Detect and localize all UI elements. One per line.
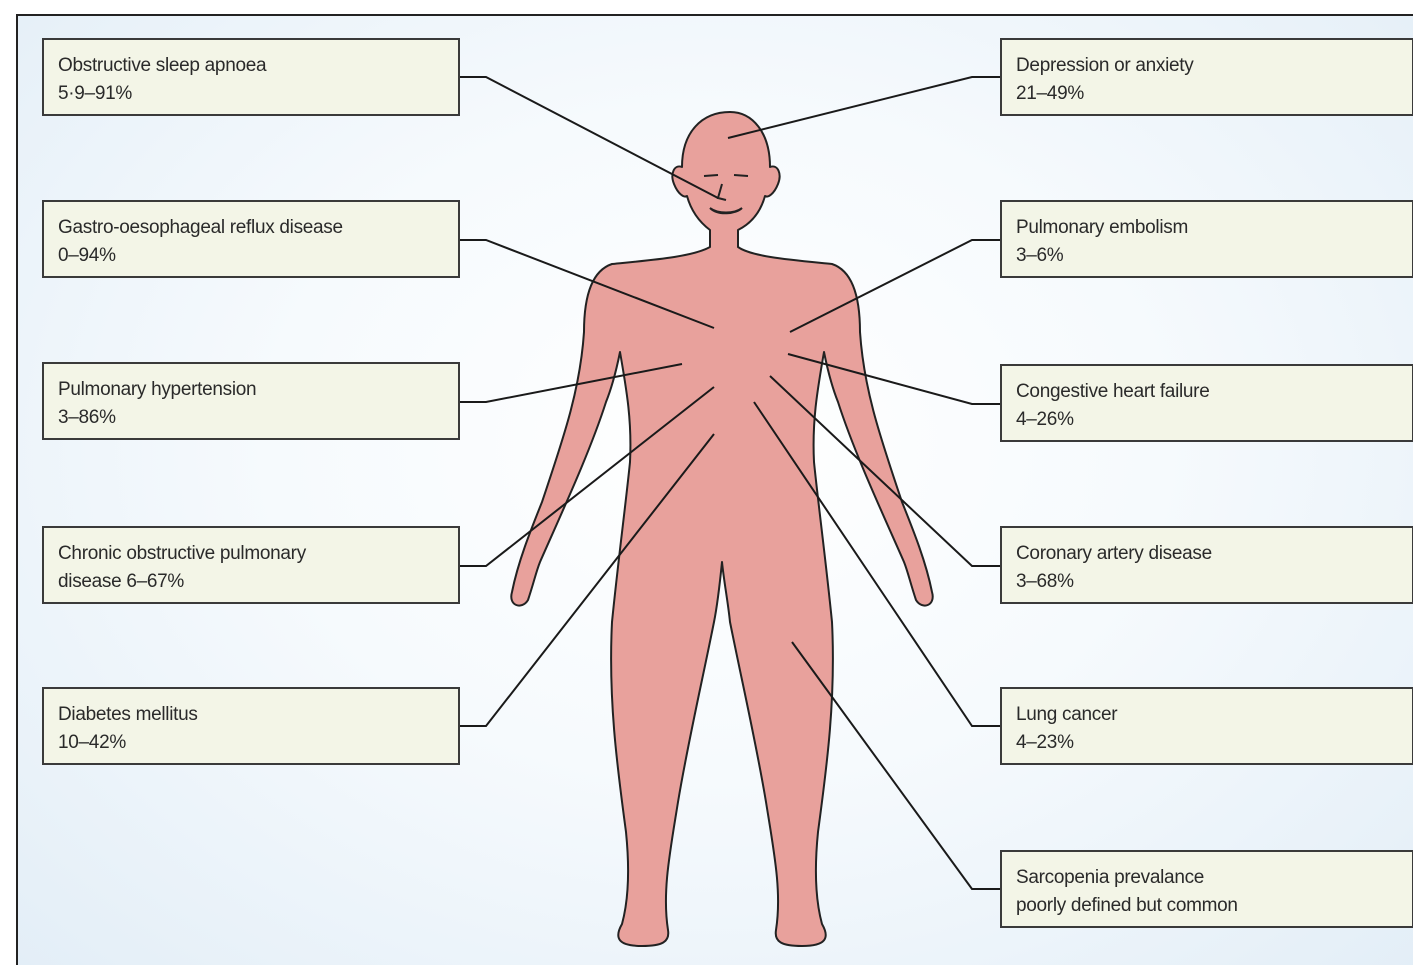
condition-name: Gastro-oesophageal reflux disease (58, 214, 444, 242)
prevalence-value: 10–42% (58, 729, 444, 757)
label-lung-cancer: Lung cancer 4–23% (1000, 687, 1413, 765)
prevalence-value: 0–94% (58, 242, 444, 270)
prevalence-value: 3–68% (1016, 568, 1398, 596)
human-body-figure (511, 112, 932, 946)
prevalence-value: 3–6% (1016, 242, 1398, 270)
condition-name: Diabetes mellitus (58, 701, 444, 729)
prevalence-value: 4–23% (1016, 729, 1398, 757)
diagram-frame: Obstructive sleep apnoea 5·9–91% Gastro-… (16, 14, 1413, 965)
label-pulmonary-hypertension: Pulmonary hypertension 3–86% (42, 362, 460, 440)
condition-name: Depression or anxiety (1016, 52, 1398, 80)
condition-name: Pulmonary embolism (1016, 214, 1398, 242)
prevalence-value: 3–86% (58, 404, 444, 432)
prevalence-value: 21–49% (1016, 80, 1398, 108)
condition-name: Pulmonary hypertension (58, 376, 444, 404)
condition-name: Obstructive sleep apnoea (58, 52, 444, 80)
prevalence-value: poorly defined but common (1016, 892, 1398, 920)
label-coronary-artery-disease: Coronary artery disease 3–68% (1000, 526, 1413, 604)
label-depression-anxiety: Depression or anxiety 21–49% (1000, 38, 1413, 116)
label-obstructive-sleep-apnoea: Obstructive sleep apnoea 5·9–91% (42, 38, 460, 116)
prevalence-value: 4–26% (1016, 406, 1398, 434)
label-gastro-oesophageal-reflux: Gastro-oesophageal reflux disease 0–94% (42, 200, 460, 278)
leader-depression (728, 77, 1000, 138)
label-congestive-heart-failure: Congestive heart failure 4–26% (1000, 364, 1413, 442)
label-pulmonary-embolism: Pulmonary embolism 3–6% (1000, 200, 1413, 278)
condition-name: Congestive heart failure (1016, 378, 1398, 406)
label-diabetes-mellitus: Diabetes mellitus 10–42% (42, 687, 460, 765)
label-copd: Chronic obstructive pulmonary disease 6–… (42, 526, 460, 604)
prevalence-value: 5·9–91% (58, 80, 444, 108)
condition-name: Sarcopenia prevalance (1016, 864, 1398, 892)
prevalence-value: disease 6–67% (58, 568, 444, 596)
label-sarcopenia: Sarcopenia prevalance poorly defined but… (1000, 850, 1413, 928)
body-diagram (18, 16, 1413, 965)
condition-name: Coronary artery disease (1016, 540, 1398, 568)
condition-name: Chronic obstructive pulmonary (58, 540, 444, 568)
condition-name: Lung cancer (1016, 701, 1398, 729)
